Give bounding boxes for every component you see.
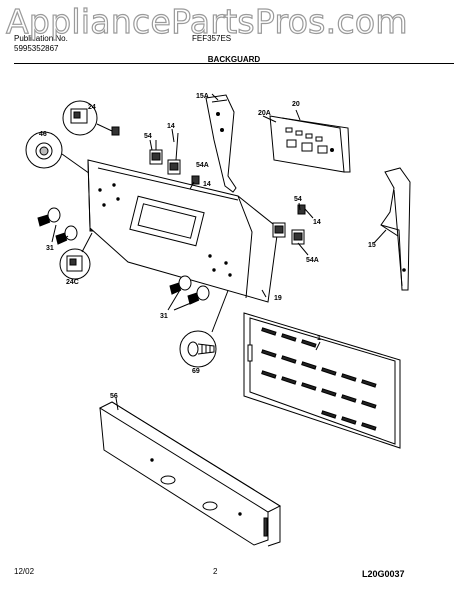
callout-31-left: 31 (46, 245, 54, 252)
relays-54-left (149, 132, 200, 185)
rear-cover-1 (243, 312, 401, 449)
callout-24: 24 (88, 104, 96, 111)
callout-54a: 54A (196, 162, 209, 169)
callout-54a-right: 54A (306, 257, 319, 264)
detail-screw-69 (179, 287, 230, 368)
callout-15: 15 (368, 242, 376, 249)
control-panel-19 (87, 159, 279, 303)
leader-lines (51, 93, 387, 411)
callout-19: 19 (274, 295, 282, 302)
callout-14-right: 14 (313, 219, 321, 226)
footer-page-number: 2 (213, 567, 218, 576)
detail-knob-46 (25, 131, 94, 177)
bottom-bracket-56 (98, 401, 282, 547)
callout-15a: 15A (196, 93, 209, 100)
callout-24c: 24C (66, 279, 79, 286)
callout-14-mid: 14 (203, 181, 211, 188)
drawing-code: L20G0037 (362, 569, 405, 579)
callout-46: 46 (39, 131, 47, 138)
model-number: FEF357ES (192, 34, 232, 43)
detail-switch-24 (62, 100, 120, 136)
callout-labels: 24 46 54 14 15A 20A 20 54A 14 54 14 15 5… (39, 93, 376, 400)
electronic-control-20 (269, 115, 351, 173)
callout-56: 56 (110, 393, 118, 400)
callout-20a: 20A (258, 110, 271, 117)
knobs-31-lower (169, 275, 210, 305)
callout-20: 20 (292, 101, 300, 108)
header-rule (14, 63, 454, 64)
callout-1: 1 (317, 335, 321, 342)
callout-54-right: 54 (294, 196, 302, 203)
publication-label: Publication No. (14, 34, 68, 43)
callout-14: 14 (167, 123, 175, 130)
knobs-31-left (37, 207, 78, 245)
callout-54: 54 (144, 133, 152, 140)
section-title: BACKGUARD (207, 55, 261, 64)
bracket-15a (205, 94, 237, 193)
relays-54-right (272, 204, 314, 245)
watermark: AppliancePartsPros.com (5, 1, 408, 41)
callout-31-lower: 31 (160, 313, 168, 320)
vent-slots (261, 327, 377, 431)
footer-date: 12/02 (14, 567, 35, 576)
end-bracket-15 (380, 167, 411, 291)
publication-number: 5995352867 (14, 44, 59, 53)
callout-69: 69 (192, 368, 200, 375)
